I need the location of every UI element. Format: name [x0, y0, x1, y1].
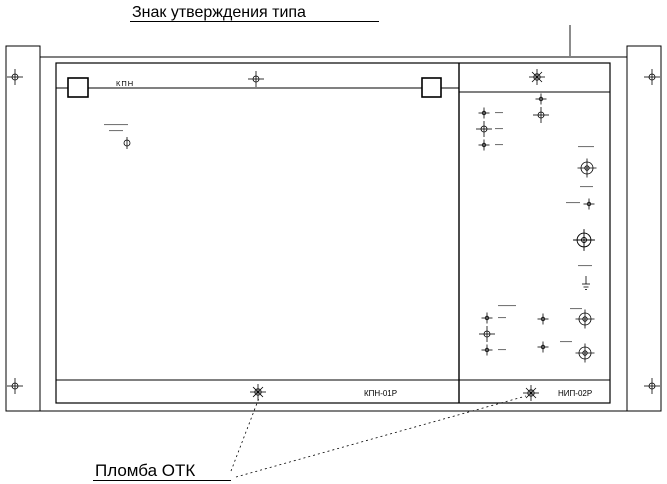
otk-seal-leader-line-left [230, 397, 260, 472]
connector-icon [577, 158, 597, 178]
text-placeholder [498, 317, 506, 319]
ear-screw-icon [6, 68, 24, 86]
text-placeholder [498, 349, 506, 351]
text-placeholder [578, 265, 592, 267]
text-placeholder [495, 128, 503, 130]
screw-icon [528, 68, 546, 86]
connector-icon [478, 325, 496, 343]
otk-seal-callout-label: Пломба ОТК [95, 461, 195, 480]
seal-screw-icon [522, 384, 540, 402]
right-panel-connectors [475, 93, 597, 363]
text-placeholder [498, 305, 516, 307]
right-mounting-ear [626, 45, 662, 412]
left-mounting-ear [5, 45, 41, 412]
ear-screw-icon [643, 68, 661, 86]
text-placeholder [495, 112, 503, 114]
left-module-label: КПН-01Р [364, 389, 397, 398]
panel-button-right [421, 77, 442, 98]
connector-icon [575, 309, 595, 329]
text-placeholder [560, 341, 572, 343]
right-module-label: НИП-02Р [558, 389, 592, 398]
connector-icon [537, 313, 549, 325]
text-placeholder [566, 202, 580, 204]
connector-icon [481, 312, 493, 324]
connector-icon [535, 93, 547, 105]
ground-symbol-icon [582, 276, 590, 290]
connector-icon [475, 120, 493, 138]
seal-screw-icon [249, 383, 267, 401]
connector-icon [532, 106, 550, 124]
inner-panel-outline [55, 62, 611, 404]
text-placeholder [570, 308, 582, 310]
left-panel-markings [104, 124, 128, 132]
ear-screw-icon [643, 377, 661, 395]
text-placeholder [580, 186, 593, 188]
text-placeholder [495, 144, 503, 146]
panel-button-left [67, 77, 89, 98]
connector-icon [575, 343, 595, 363]
type-approval-callout-label: Знак утверждения типа [132, 4, 306, 21]
front-panel-outline [39, 56, 628, 412]
ear-screw-icon [6, 377, 24, 395]
connector-icon [478, 107, 490, 119]
kpn-label: КПН [116, 79, 134, 88]
otk-seal-leader-line-right [235, 395, 527, 478]
phase-symbol-icon [123, 137, 131, 149]
connector-icon [481, 344, 493, 356]
connector-icon [583, 198, 595, 210]
connector-icon [478, 139, 490, 151]
screw-icon [247, 70, 265, 88]
text-placeholder [578, 146, 594, 148]
connector-icon [537, 341, 549, 353]
connector-icon [572, 228, 596, 252]
